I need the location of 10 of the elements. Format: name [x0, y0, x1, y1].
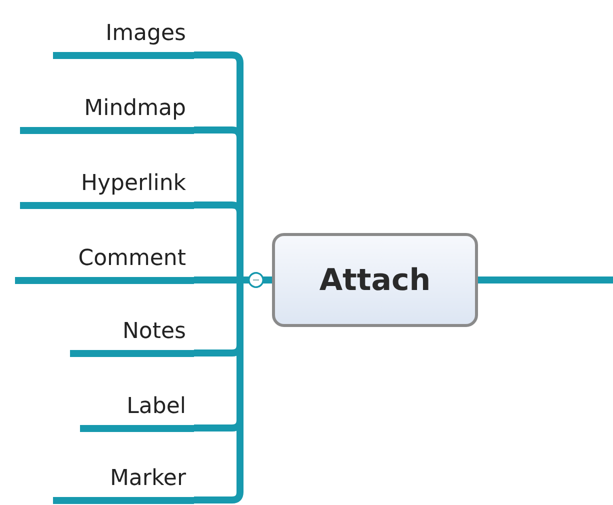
- subtopic-label: Images: [106, 20, 186, 46]
- subtopic-label: Label: [126, 394, 186, 418]
- subtopic-label: Notes: [122, 318, 186, 344]
- subtopic-label: Marker: [110, 466, 186, 490]
- branch-line: [478, 276, 613, 284]
- topic-title: Attach: [319, 262, 431, 298]
- central-topic-box: [272, 233, 478, 327]
- subtopic-label: Comment: [78, 246, 186, 270]
- subtopic-label: Mindmap: [84, 96, 186, 120]
- subtopic-label: Hyperlink: [80, 170, 186, 196]
